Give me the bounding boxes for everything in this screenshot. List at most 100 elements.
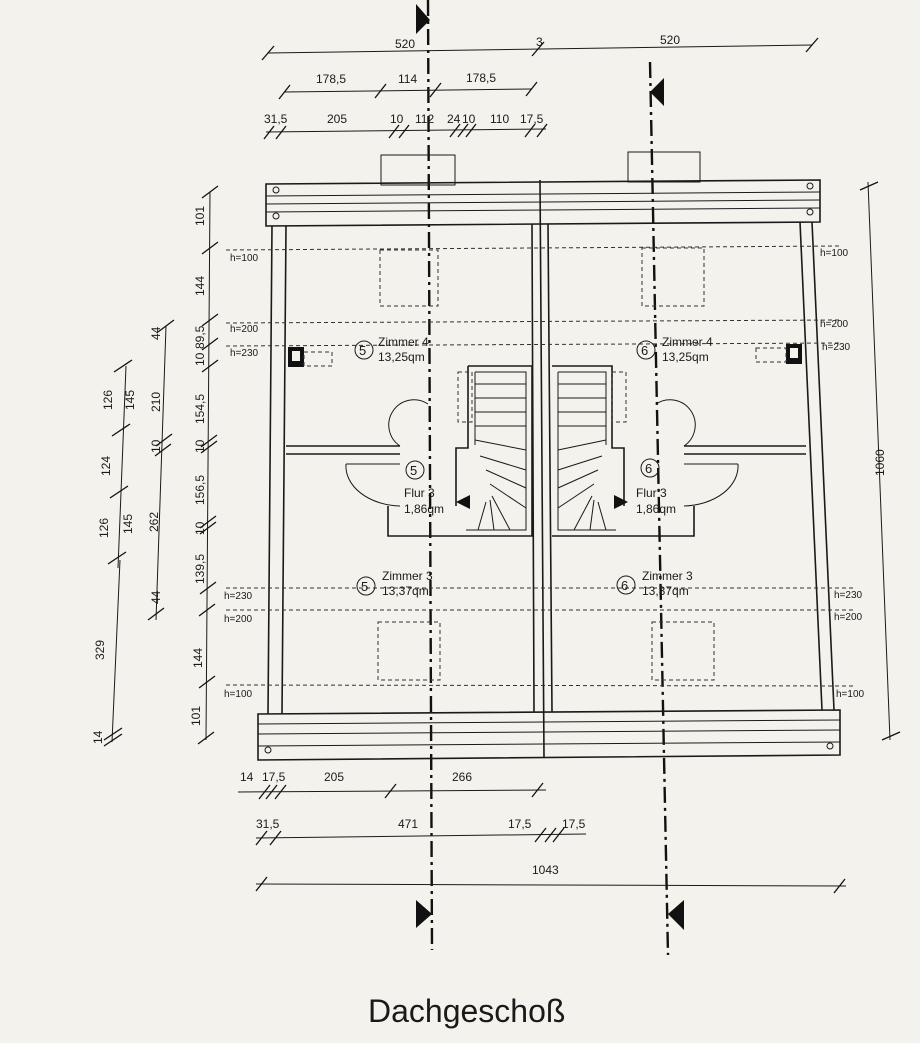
skylight bbox=[377, 621, 441, 681]
room-number: 5 bbox=[359, 343, 366, 358]
dim-left-2: 210 bbox=[149, 392, 163, 412]
dim-left-4: 329 bbox=[93, 640, 107, 660]
height-label: h=230 bbox=[230, 348, 259, 359]
room-area: 1,86qm bbox=[404, 502, 444, 516]
height-label: h=200 bbox=[224, 614, 253, 625]
room-area: 13,25qm bbox=[662, 350, 709, 364]
room-label-zimmer4-right: 6 Zimmer 4 13,25qm bbox=[636, 335, 713, 364]
room-name: Flur 3 bbox=[636, 486, 667, 500]
room-name: Flur 3 bbox=[404, 486, 435, 500]
left-dimensions: 101 144 44 10 89,5 154,5 10 156,5 10 139… bbox=[91, 185, 219, 747]
room-area: 13,37qm bbox=[642, 584, 689, 598]
room-area: 13,37qm bbox=[382, 584, 429, 598]
room-label-flur3-left: 5 Flur 3 1,86qm bbox=[404, 460, 444, 516]
dim-left: 44 bbox=[149, 590, 163, 604]
dim-left-3: 145 bbox=[121, 514, 135, 534]
dim-top-9: 10 bbox=[390, 112, 404, 126]
dim-left: 101 bbox=[189, 706, 203, 726]
dim-left-3: 124 bbox=[99, 456, 113, 476]
room-label-flur3-right: 6 Flur 3 1,86qm bbox=[636, 458, 676, 516]
chimney-right bbox=[627, 151, 701, 183]
bottom-dimensions: 14 17,5 205 266 31,5 471 17,5 17,5 1043 bbox=[237, 770, 847, 894]
height-label: h=230 bbox=[834, 590, 863, 601]
room-name: Zimmer 4 bbox=[378, 335, 429, 349]
skylight bbox=[641, 247, 705, 307]
dim-bottom-4: 266 bbox=[452, 770, 472, 784]
height-label: h=230 bbox=[822, 342, 851, 353]
room-area: 1,86qm bbox=[636, 502, 676, 516]
height-label: h=230 bbox=[224, 591, 253, 602]
dim-left: 89,5 bbox=[193, 325, 207, 349]
section-arrow-icon bbox=[650, 78, 664, 106]
room-number: 6 bbox=[645, 461, 652, 476]
room-label-zimmer3-left: 5 Zimmer 3 13,37qm bbox=[356, 569, 433, 598]
height-label: h=100 bbox=[230, 253, 259, 264]
dim-right: 1060 bbox=[873, 449, 887, 476]
skylight bbox=[651, 621, 715, 681]
dim-top-5: 114 bbox=[398, 72, 417, 86]
dim-bottom-6: 471 bbox=[398, 817, 418, 831]
staircase-left bbox=[456, 371, 527, 531]
dim-left-3: 145 bbox=[123, 390, 137, 410]
dim-top-11: 24 bbox=[447, 112, 461, 126]
dim-top-14: 17,5 bbox=[520, 112, 544, 126]
dim-bottom-5: 31,5 bbox=[256, 817, 280, 831]
section-arrow-icon bbox=[416, 4, 430, 34]
room-label-zimmer4-left: 5 Zimmer 4 13,25qm bbox=[354, 335, 429, 364]
dim-bottom-2: 17,5 bbox=[262, 770, 286, 784]
height-label: h=200 bbox=[834, 612, 863, 623]
dim-left: 144 bbox=[191, 648, 205, 668]
dim-left-2: 10 bbox=[149, 439, 163, 453]
dim-top-6: 178,5 bbox=[466, 71, 496, 85]
room-number: 5 bbox=[361, 579, 368, 594]
room-name: Zimmer 3 bbox=[642, 569, 693, 583]
dim-top-10: 112 bbox=[415, 112, 434, 126]
dim-left: 144 bbox=[193, 276, 207, 296]
dim-top-1: 520 bbox=[395, 37, 415, 51]
dim-left: 139,5 bbox=[193, 554, 207, 584]
building-walls bbox=[257, 179, 841, 761]
dim-bottom-8: 17,5 bbox=[562, 817, 586, 831]
dim-left-3: 126 bbox=[97, 518, 111, 538]
dim-top-13: 110 bbox=[490, 112, 509, 126]
drawing-title: Dachgeschoß bbox=[368, 993, 565, 1029]
height-label: h=200 bbox=[820, 319, 849, 330]
door-swings bbox=[345, 399, 739, 507]
section-axis-right bbox=[648, 61, 684, 956]
dim-top-8: 205 bbox=[327, 112, 347, 126]
dim-left-4: 14 bbox=[91, 730, 105, 744]
top-dimensions: 520 3 520 178,5 114 178,5 31,5 205 10 11… bbox=[261, 33, 819, 140]
height-label: h=100 bbox=[836, 689, 865, 700]
dim-top-12: 10 bbox=[462, 112, 476, 126]
height-lines bbox=[225, 245, 857, 687]
room-number: 6 bbox=[621, 578, 628, 593]
room-area: 13,25qm bbox=[378, 350, 425, 364]
height-labels-right: h=100 h=200 h=230 h=230 h=200 h=100 bbox=[820, 248, 865, 700]
room-name: Zimmer 4 bbox=[662, 335, 713, 349]
height-labels-left: h=100 h=200 h=230 h=230 h=200 h=100 bbox=[224, 253, 259, 700]
height-label: h=200 bbox=[230, 324, 259, 335]
dim-top-3: 520 bbox=[660, 33, 680, 47]
dim-left: 154,5 bbox=[193, 394, 207, 424]
dim-bottom-1: 14 bbox=[240, 770, 254, 784]
room-number: 6 bbox=[641, 343, 648, 358]
dim-bottom-3: 205 bbox=[324, 770, 344, 784]
right-dimensions: 1060 bbox=[859, 181, 901, 741]
dim-left: 10 bbox=[193, 439, 207, 453]
dim-left: 156,5 bbox=[193, 475, 207, 505]
dim-top-7: 31,5 bbox=[264, 112, 288, 126]
dim-left-3: 126 bbox=[101, 390, 115, 410]
dim-left: 101 bbox=[193, 206, 207, 226]
dim-top-2: 3 bbox=[536, 35, 543, 49]
dim-left-2: 262 bbox=[147, 512, 161, 532]
chimney-left bbox=[380, 154, 456, 186]
room-name: Zimmer 3 bbox=[382, 569, 433, 583]
staircase-right bbox=[557, 371, 628, 531]
section-arrow-icon bbox=[416, 900, 432, 928]
room-number: 5 bbox=[410, 463, 417, 478]
skylight bbox=[379, 249, 439, 307]
dim-bottom-7: 17,5 bbox=[508, 817, 532, 831]
height-label: h=100 bbox=[224, 689, 253, 700]
dim-left: 10 bbox=[193, 521, 207, 535]
